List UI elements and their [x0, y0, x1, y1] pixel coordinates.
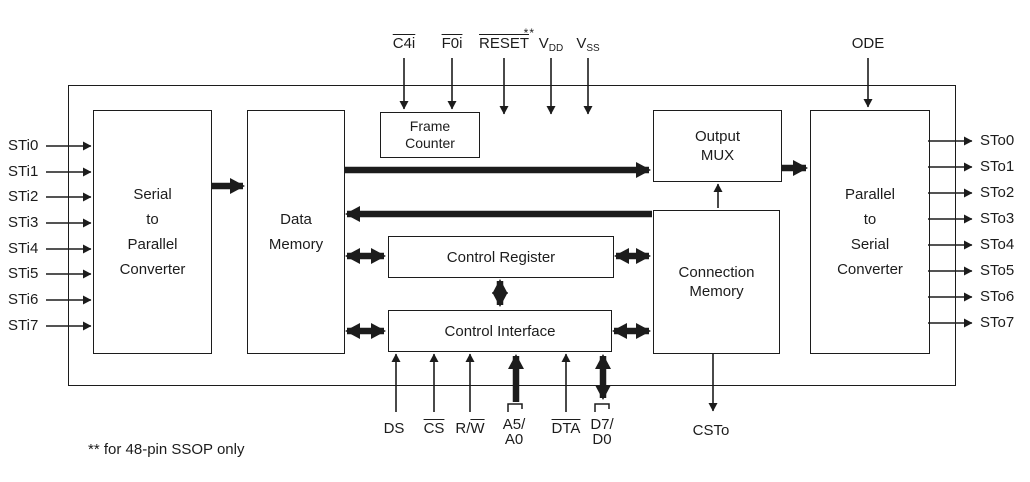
- pin-label-sto7: STo7: [980, 314, 1015, 331]
- pin-label-text: A0: [504, 431, 524, 448]
- pin-label-text: F0i: [441, 35, 463, 52]
- pin-label-text: D7/: [590, 416, 614, 433]
- block-label: Memory: [689, 283, 744, 300]
- block-control-register: Control Register: [388, 236, 614, 278]
- pin-label-sti6: STi6: [8, 291, 39, 308]
- pin-label-sti0: STi0: [8, 137, 39, 154]
- pin-label-subscript: DD: [548, 43, 564, 54]
- block-label: to: [863, 211, 877, 228]
- pin-label-ode: ODE: [851, 35, 885, 52]
- block-parallel-to-serial-converter: Parallel to Serial Converter: [810, 110, 930, 354]
- block-label: Parallel: [844, 186, 896, 203]
- chip-boundary: [68, 85, 956, 386]
- pin-label-d7d0: D7/ D0: [590, 417, 613, 447]
- block-control-interface: Control Interface: [388, 310, 612, 352]
- pin-label-f0i: F0i: [442, 34, 463, 54]
- pin-label-sti4: STi4: [8, 240, 39, 257]
- block-label: Converter: [119, 261, 186, 278]
- block-label: Data: [280, 211, 312, 228]
- pin-label-a5a0: A5/ A0: [503, 417, 526, 447]
- block-label: Converter: [837, 261, 903, 278]
- pin-label-text: V: [538, 35, 549, 52]
- block-label: Control Register: [446, 248, 556, 266]
- block-frame-counter: Frame Counter: [380, 112, 480, 158]
- block-label: Parallel: [127, 236, 178, 253]
- pin-label-ds: DS: [383, 420, 405, 437]
- pin-label-dta: DTA: [552, 419, 581, 439]
- pin-label-text: C4i: [392, 35, 416, 52]
- block-label: MUX: [700, 147, 735, 164]
- pin-label-text: DTA: [551, 420, 581, 437]
- pin-label-sto0: STo0: [980, 132, 1015, 149]
- pin-label-vss: VSS: [576, 34, 599, 56]
- block-label: Connection: [678, 264, 755, 281]
- pin-label-sto2: STo2: [980, 184, 1015, 201]
- footnote: ** for 48-pin SSOP only: [88, 441, 245, 458]
- pin-label-text: CS: [423, 420, 445, 437]
- pin-label-sti2: STi2: [8, 188, 39, 205]
- block-label: Memory: [268, 236, 324, 253]
- block-connection-memory: Connection Memory: [653, 210, 780, 354]
- pin-label-c4i: C4i: [393, 34, 416, 54]
- pin-label-reset: RESET **: [478, 26, 534, 54]
- pin-label-sti7: STi7: [8, 317, 39, 334]
- footnote-marker: **: [523, 26, 536, 40]
- pin-label-text: D0: [592, 431, 612, 448]
- block-label: Output: [694, 128, 741, 145]
- bus-bracket-icon: [594, 403, 610, 412]
- pin-label-sto1: STo1: [980, 158, 1015, 175]
- pin-label-subscript: SS: [586, 43, 600, 54]
- block-label: Frame: [409, 118, 451, 134]
- pin-label-sto6: STo6: [980, 288, 1015, 305]
- block-label: Serial: [850, 236, 890, 253]
- pin-label-text: RESET: [478, 35, 530, 52]
- pin-label-sti1: STi1: [8, 163, 39, 180]
- pin-label-sto4: STo4: [980, 236, 1015, 253]
- pin-label-vdd: VDD: [539, 34, 563, 56]
- pin-label-text: A5/: [502, 416, 526, 433]
- block-output-mux: Output MUX: [653, 110, 782, 182]
- pin-label-csto: CSTo: [692, 422, 730, 439]
- bus-bracket-icon: [507, 403, 523, 412]
- pin-label-sti5: STi5: [8, 265, 39, 282]
- block-data-memory: Data Memory: [247, 110, 345, 354]
- pin-label-sti3: STi3: [8, 214, 39, 231]
- pin-label-cs: CS: [424, 419, 445, 439]
- block-label: Serial: [133, 186, 172, 203]
- pin-label-sto5: STo5: [980, 262, 1015, 279]
- block-label: to: [146, 211, 159, 228]
- pin-label-rw: R/W: [455, 419, 484, 439]
- block-label: Control Interface: [444, 322, 556, 340]
- block-serial-to-parallel-converter: Serial to Parallel Converter: [93, 110, 212, 354]
- pin-label-text-overline: W: [470, 420, 485, 437]
- pin-label-text: R/: [455, 420, 471, 437]
- pin-label-text: V: [576, 35, 587, 52]
- pin-label-sto3: STo3: [980, 210, 1015, 227]
- block-label: Counter: [405, 135, 455, 151]
